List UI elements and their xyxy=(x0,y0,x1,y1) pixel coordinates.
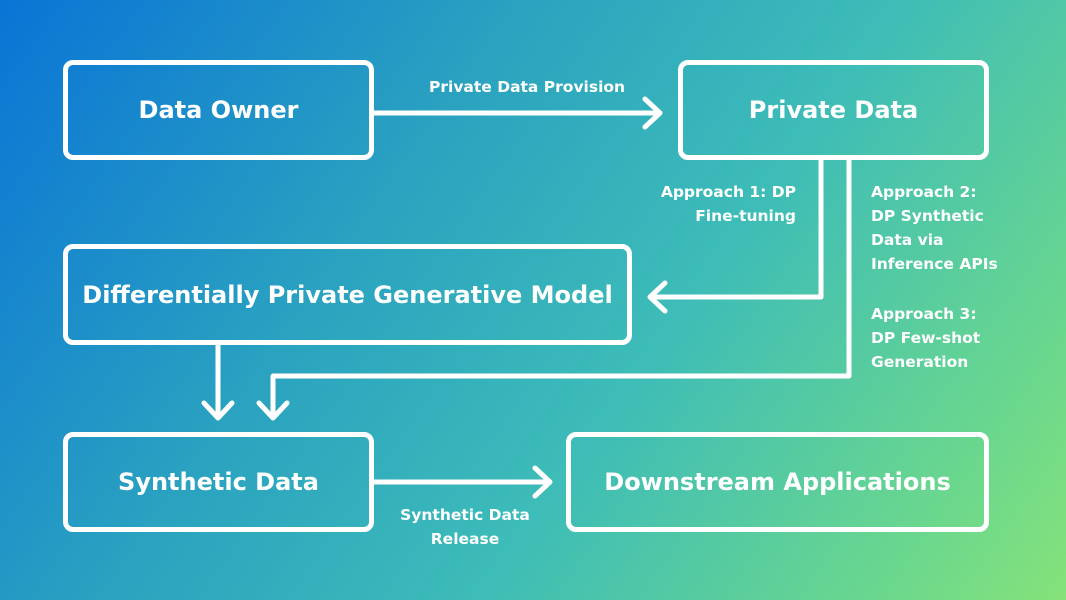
label-private-data-provision: Private Data Provision xyxy=(429,78,626,96)
label-approach-2-line-1: Approach 2: xyxy=(871,183,977,201)
node-dp-generative-model: Differentially Private Generative Model xyxy=(63,244,632,345)
label-approach-3-line-2: DP Few-shot xyxy=(871,329,981,347)
label-approach-3-line-3: Generation xyxy=(871,353,969,371)
arrowhead-synthetic-to-downstream xyxy=(532,465,553,499)
label-release-line-1: Synthetic Data xyxy=(400,506,530,524)
arrow-approach2-3 xyxy=(270,157,852,419)
label-approach-2-line-2: DP Synthetic xyxy=(871,207,984,225)
arrowhead-approach2-3 xyxy=(256,400,290,421)
node-downstream-applications: Downstream Applications xyxy=(566,432,989,532)
arrowhead-approach1 xyxy=(647,280,668,314)
label-approach-3-line-1: Approach 3: xyxy=(871,305,977,323)
arrowhead-model-to-synthetic xyxy=(201,400,235,421)
arrow-approach1 xyxy=(649,157,824,300)
label-approach-1-line-1: Approach 1: DP xyxy=(660,183,796,201)
label-approach-3: Approach 3: DP Few-shot Generation xyxy=(871,302,980,374)
node-private-data: Private Data xyxy=(678,60,989,160)
label-approach-1-line-2: Fine-tuning xyxy=(695,207,796,225)
node-synthetic-data: Synthetic Data xyxy=(63,432,374,532)
label-approach-2: Approach 2: DP Synthetic Data via Infere… xyxy=(871,180,998,276)
label-release-line-2: Release xyxy=(430,530,500,548)
label-approach-1: Approach 1: DP Fine-tuning xyxy=(661,180,796,228)
label-approach-2-line-4: Inference APIs xyxy=(871,255,998,273)
arrowhead-owner-to-private xyxy=(642,96,663,130)
label-approach-2-line-3: Data via xyxy=(871,231,944,249)
node-data-owner: Data Owner xyxy=(63,60,374,160)
label-synthetic-data-release: Synthetic Data Release xyxy=(395,503,535,551)
